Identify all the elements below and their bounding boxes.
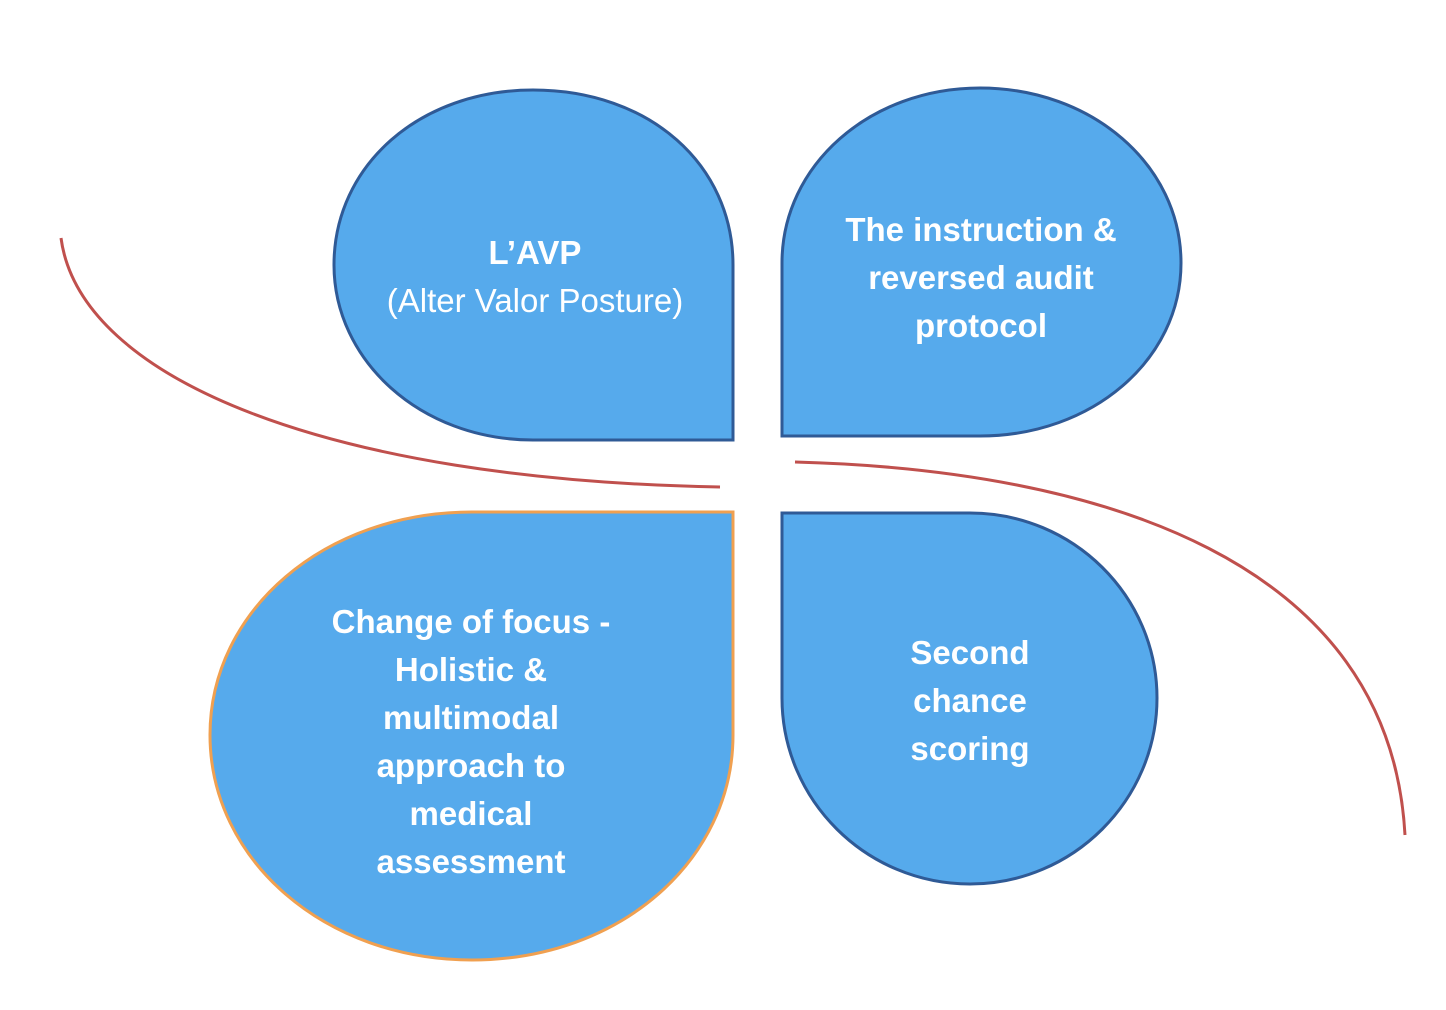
right-curve [794, 460, 1407, 836]
petal-bottom-right-shape [780, 511, 1159, 886]
petal-bottom-left-shape [208, 510, 735, 962]
left-curve [59, 237, 721, 489]
petal-top-right-shape [780, 86, 1183, 438]
petal-top-left-shape [332, 88, 735, 442]
